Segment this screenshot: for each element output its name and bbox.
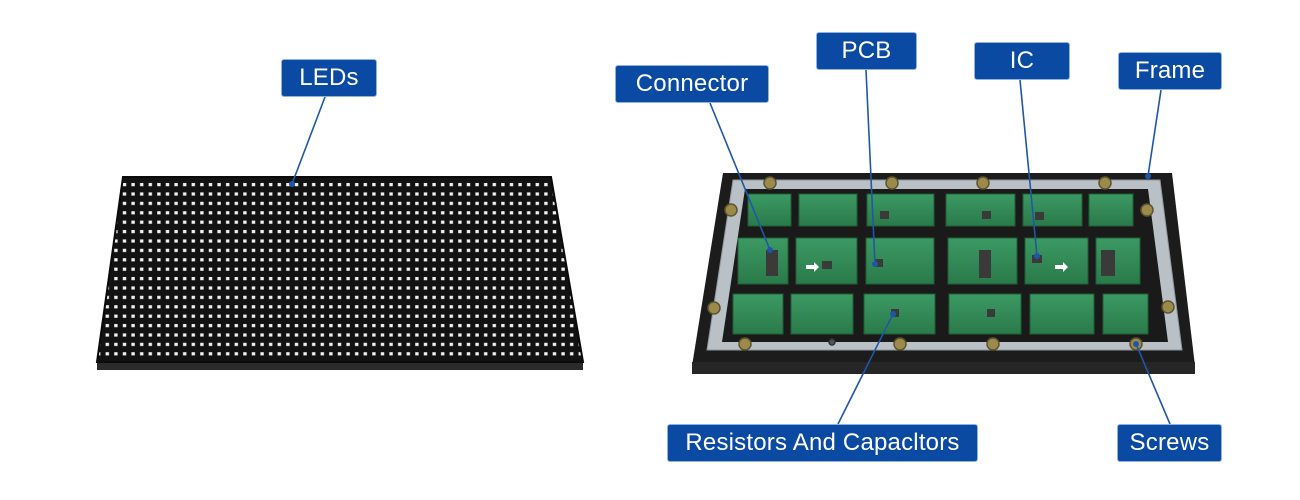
label-ic: IC — [974, 42, 1070, 80]
label-resistors-and-capacitors: Resistors And Capacltors — [667, 424, 978, 462]
leader-frame — [1147, 89, 1162, 177]
label-frame: Frame — [1118, 52, 1222, 90]
leader-pcb — [865, 69, 876, 265]
pcb-cells — [732, 193, 1149, 335]
leader-resistors — [837, 313, 894, 425]
arrows — [806, 262, 1068, 272]
screws — [707, 176, 1175, 351]
leader-dots — [289, 173, 1151, 347]
leader-leds — [291, 96, 326, 185]
led-panel-back — [692, 173, 1195, 374]
label-connector: Connector — [615, 65, 769, 103]
led-panel-front — [95, 176, 585, 370]
label-screws: Screws — [1117, 424, 1222, 462]
leader-ic — [1019, 79, 1038, 257]
leader-lines — [291, 69, 1171, 425]
leader-screws — [1135, 343, 1171, 425]
leader-connector — [709, 102, 771, 251]
label-leds: LEDs — [281, 59, 377, 97]
label-pcb: PCB — [816, 32, 917, 70]
